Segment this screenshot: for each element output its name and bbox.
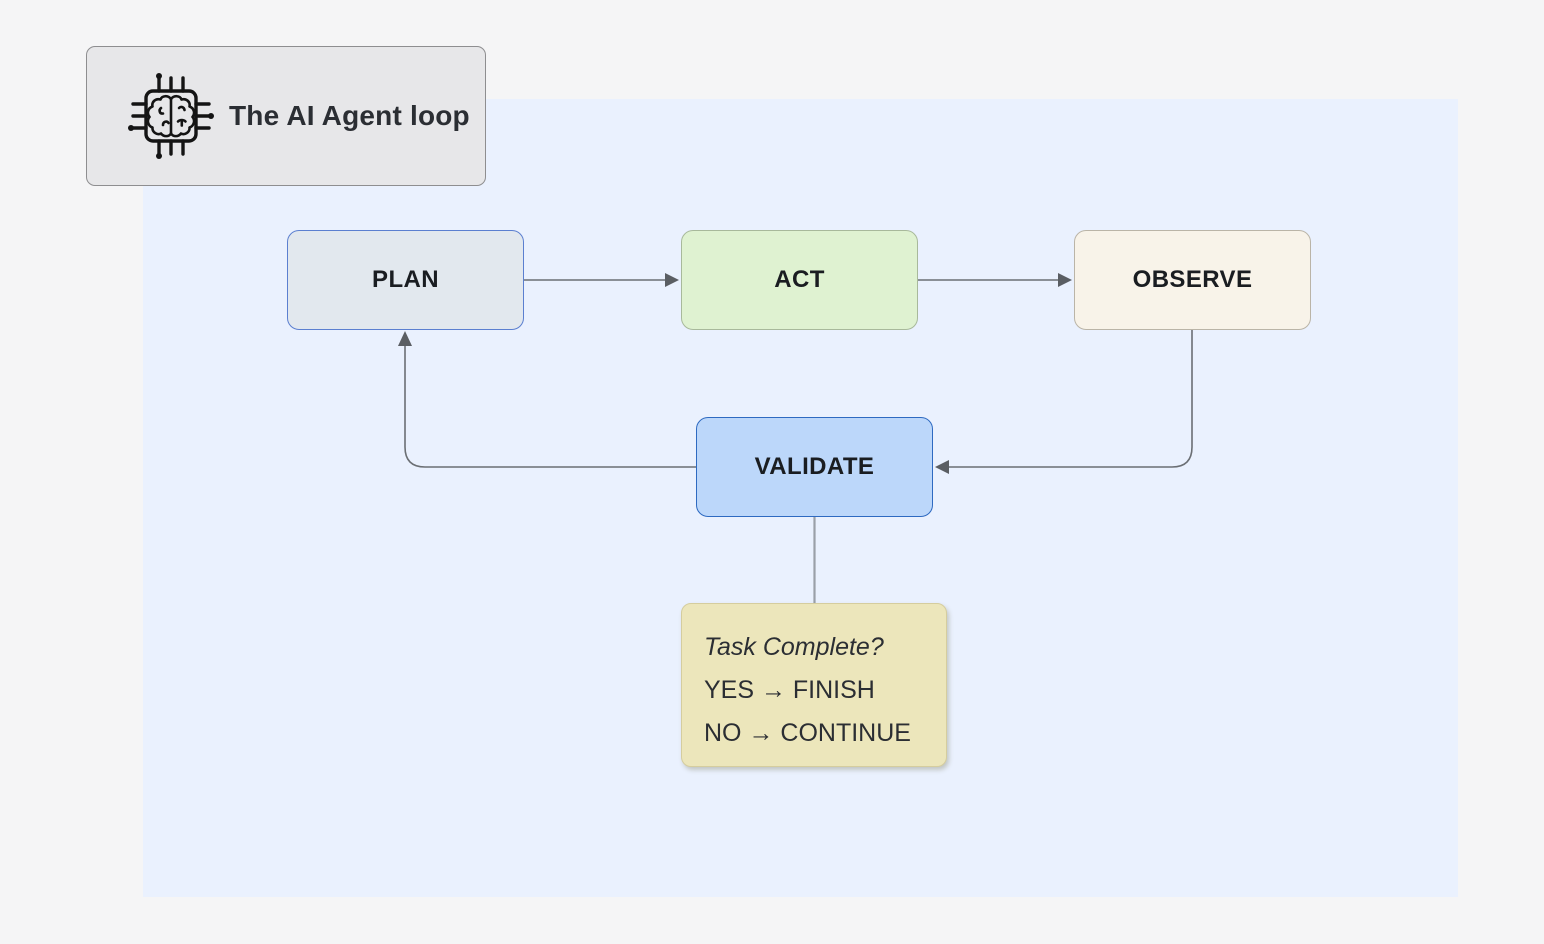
- note-title: Task Complete?: [704, 633, 884, 661]
- node-plan-label: PLAN: [372, 266, 439, 293]
- node-plan: PLAN: [287, 230, 524, 330]
- title-card: The AI Agent loop: [86, 46, 486, 186]
- diagram-title: The AI Agent loop: [229, 100, 470, 131]
- note-line-no: NO → CONTINUE: [704, 719, 911, 747]
- note-line-yes: YES → FINISH: [704, 676, 875, 704]
- node-act-label: ACT: [774, 266, 825, 293]
- node-observe-label: OBSERVE: [1132, 266, 1253, 293]
- node-validate-label: VALIDATE: [754, 453, 875, 480]
- note-task-complete: Task Complete? YES → FINISH NO → CONTINU…: [681, 603, 947, 767]
- node-observe: OBSERVE: [1074, 230, 1311, 330]
- node-validate: VALIDATE: [696, 417, 933, 517]
- ai-chip-icon: [121, 64, 221, 168]
- node-act: ACT: [681, 230, 918, 330]
